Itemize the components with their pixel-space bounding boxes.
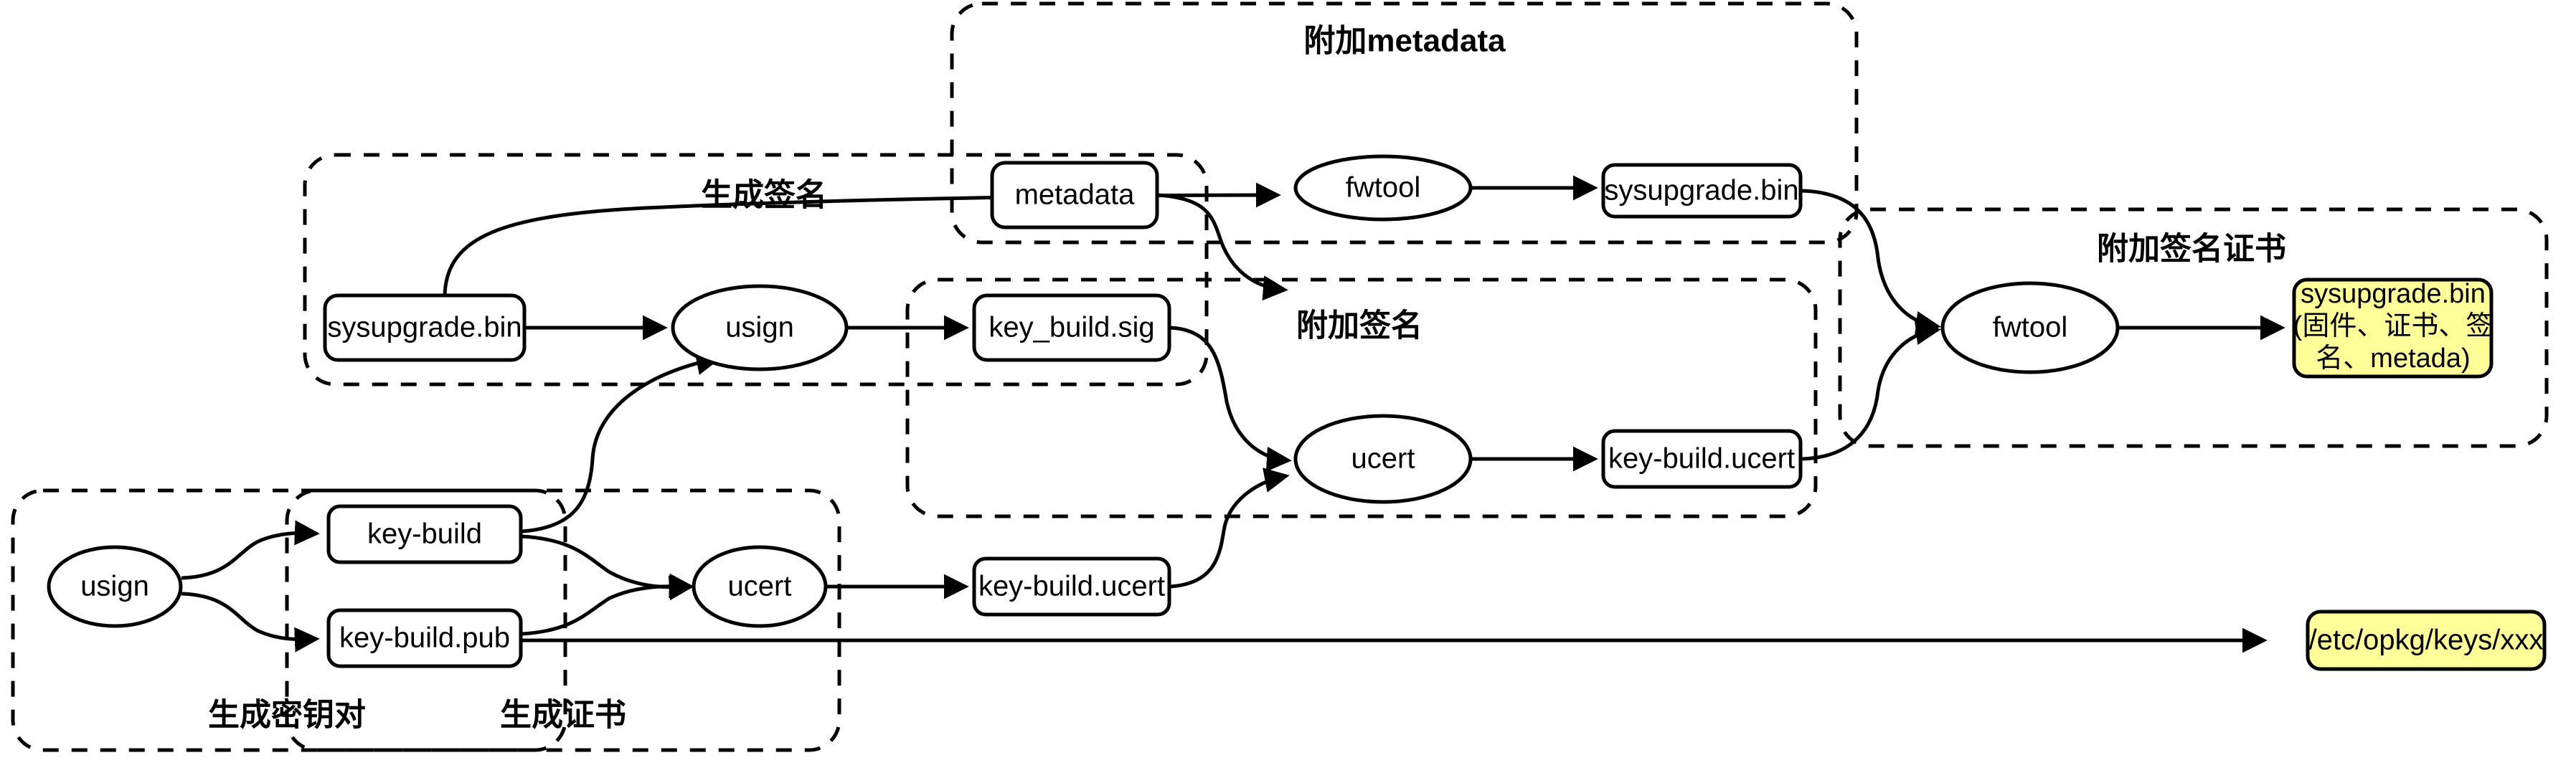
node-sysupgrade-meta-out-shape[interactable]	[1601, 163, 1803, 219]
node-sysupgrade-in[interactable]: sysupgrade.bin	[323, 293, 527, 362]
edge-key-build-ucert-gen-to-ucert-attach	[1169, 468, 1290, 589]
group-label-attach-certificate: 附加签名证书	[2097, 232, 2286, 267]
node-sysupgrade-in-label: sysupgrade.bin	[327, 312, 522, 343]
group-generate-certificate	[285, 488, 841, 752]
node-opkg-keys[interactable]: /etc/opkg/keys/xxx	[2306, 610, 2547, 671]
node-usign-sign-shape[interactable]	[671, 284, 849, 371]
edge-metadata-to-fwtool	[1156, 193, 1288, 301]
group-generate-keypair	[11, 488, 567, 752]
edge-usign-keygen-to-key-build-pub	[181, 592, 320, 653]
group-containers	[11, 1, 2549, 752]
edge-key-build-sig-to-ucert	[1169, 326, 1292, 472]
edge-usign-keygen-to-key-build	[181, 520, 320, 580]
node-sysupgrade-meta-out-label: sysupgrade.bin	[1604, 175, 1798, 207]
group-generate-signature	[303, 153, 1209, 387]
node-sysupgrade-meta-out[interactable]: sysupgrade.bin	[1601, 163, 1803, 219]
node-fwtool-cert[interactable]: fwtool	[1940, 281, 2120, 374]
group-attach-certificate	[1838, 207, 2549, 448]
node-ucert-attach-shape[interactable]	[1293, 414, 1473, 504]
node-opkg-keys-label: /etc/opkg/keys/xxx	[2309, 625, 2544, 656]
node-key-build-label: key-build	[367, 518, 482, 550]
node-key-build-pub-shape[interactable]	[326, 608, 523, 668]
node-key-build-sig[interactable]: key_build.sig	[972, 293, 1171, 362]
node-ucert-gen[interactable]: ucert	[692, 545, 828, 628]
node-metadata[interactable]: metadata	[990, 161, 1159, 229]
node-sysupgrade-final-line1: sysupgrade.bin	[2301, 279, 2486, 309]
node-key-build-shape[interactable]	[326, 504, 523, 564]
node-ucert-gen-label: ucert	[728, 571, 792, 602]
node-key-build-ucert-attach-shape[interactable]	[1601, 429, 1803, 489]
node-key-build-ucert-attach[interactable]: key-build.ucert	[1601, 429, 1803, 489]
group-attach-signature	[905, 278, 1818, 518]
edges	[181, 175, 2285, 653]
node-key-build-sig-label: key_build.sig	[989, 312, 1154, 343]
node-sysupgrade-final-shape[interactable]	[2292, 278, 2494, 379]
node-key-build-sig-shape[interactable]	[972, 293, 1171, 362]
node-fwtool-meta[interactable]: fwtool	[1293, 154, 1473, 222]
edge-sysupgrade-out-to-fwtool-cert	[1801, 189, 1941, 336]
node-usign-keygen-shape[interactable]	[47, 545, 183, 628]
node-usign-keygen-label: usign	[80, 571, 149, 602]
group-label-generate-keypair: 生成密钥对	[208, 698, 366, 733]
node-sysupgrade-in-shape[interactable]	[323, 293, 527, 362]
node-fwtool-meta-shape[interactable]	[1293, 154, 1473, 222]
edge-key-build-to-ucert-gen	[521, 534, 694, 601]
node-sysupgrade-final-line2: (固件、证书、签	[2293, 311, 2494, 341]
node-ucert-attach[interactable]: ucert	[1293, 414, 1473, 504]
group-label-attach-signature: 附加签名	[1296, 308, 1423, 343]
edge-key-build-ucert-to-fwtool-cert	[1801, 320, 1941, 461]
node-sysupgrade-final-line3: 名、metada)	[2316, 343, 2470, 374]
node-key-build-ucert-attach-label: key-build.ucert	[1608, 443, 1795, 475]
group-attach-metadata	[950, 1, 1859, 245]
node-usign-sign[interactable]: usign	[671, 284, 849, 371]
node-ucert-gen-shape[interactable]	[692, 545, 828, 628]
node-key-build[interactable]: key-build	[326, 504, 523, 564]
node-ucert-attach-label: ucert	[1351, 443, 1415, 475]
group-label-generate-signature: 生成签名	[701, 178, 827, 213]
node-key-build-ucert-gen[interactable]: key-build.ucert	[972, 556, 1171, 617]
node-key-build-ucert-gen-label: key-build.ucert	[978, 571, 1165, 602]
edge-key-build-pub-to-ucert-gen	[521, 573, 694, 636]
group-label-attach-metadata: 附加metadata	[1303, 24, 1506, 59]
node-metadata-shape[interactable]	[990, 161, 1159, 229]
node-fwtool-cert-label: fwtool	[1993, 312, 2068, 343]
node-fwtool-cert-shape[interactable]	[1940, 281, 2120, 374]
node-key-build-ucert-gen-shape[interactable]	[972, 556, 1171, 617]
node-usign-keygen[interactable]: usign	[47, 545, 183, 628]
node-key-build-pub-label: key-build.pub	[339, 622, 510, 654]
group-label-generate-certificate: 生成证书	[500, 698, 626, 733]
node-metadata-label: metadata	[1015, 179, 1136, 211]
node-fwtool-meta-label: fwtool	[1346, 172, 1421, 204]
node-opkg-keys-shape[interactable]	[2306, 610, 2547, 671]
edge-key-build-to-usign-sign	[521, 350, 722, 534]
node-key-build-pub[interactable]: key-build.pub	[326, 608, 523, 668]
node-sysupgrade-final[interactable]: sysupgrade.bin (固件、证书、签 名、metada)	[2292, 278, 2494, 379]
node-usign-sign-label: usign	[725, 312, 794, 343]
nodes: metadata fwtool sysupgrade.bin sysupgrad…	[47, 154, 2547, 671]
group-labels: 附加metadata 生成签名 附加签名 附加签名证书 生成密钥对 生成证书	[208, 24, 2286, 733]
